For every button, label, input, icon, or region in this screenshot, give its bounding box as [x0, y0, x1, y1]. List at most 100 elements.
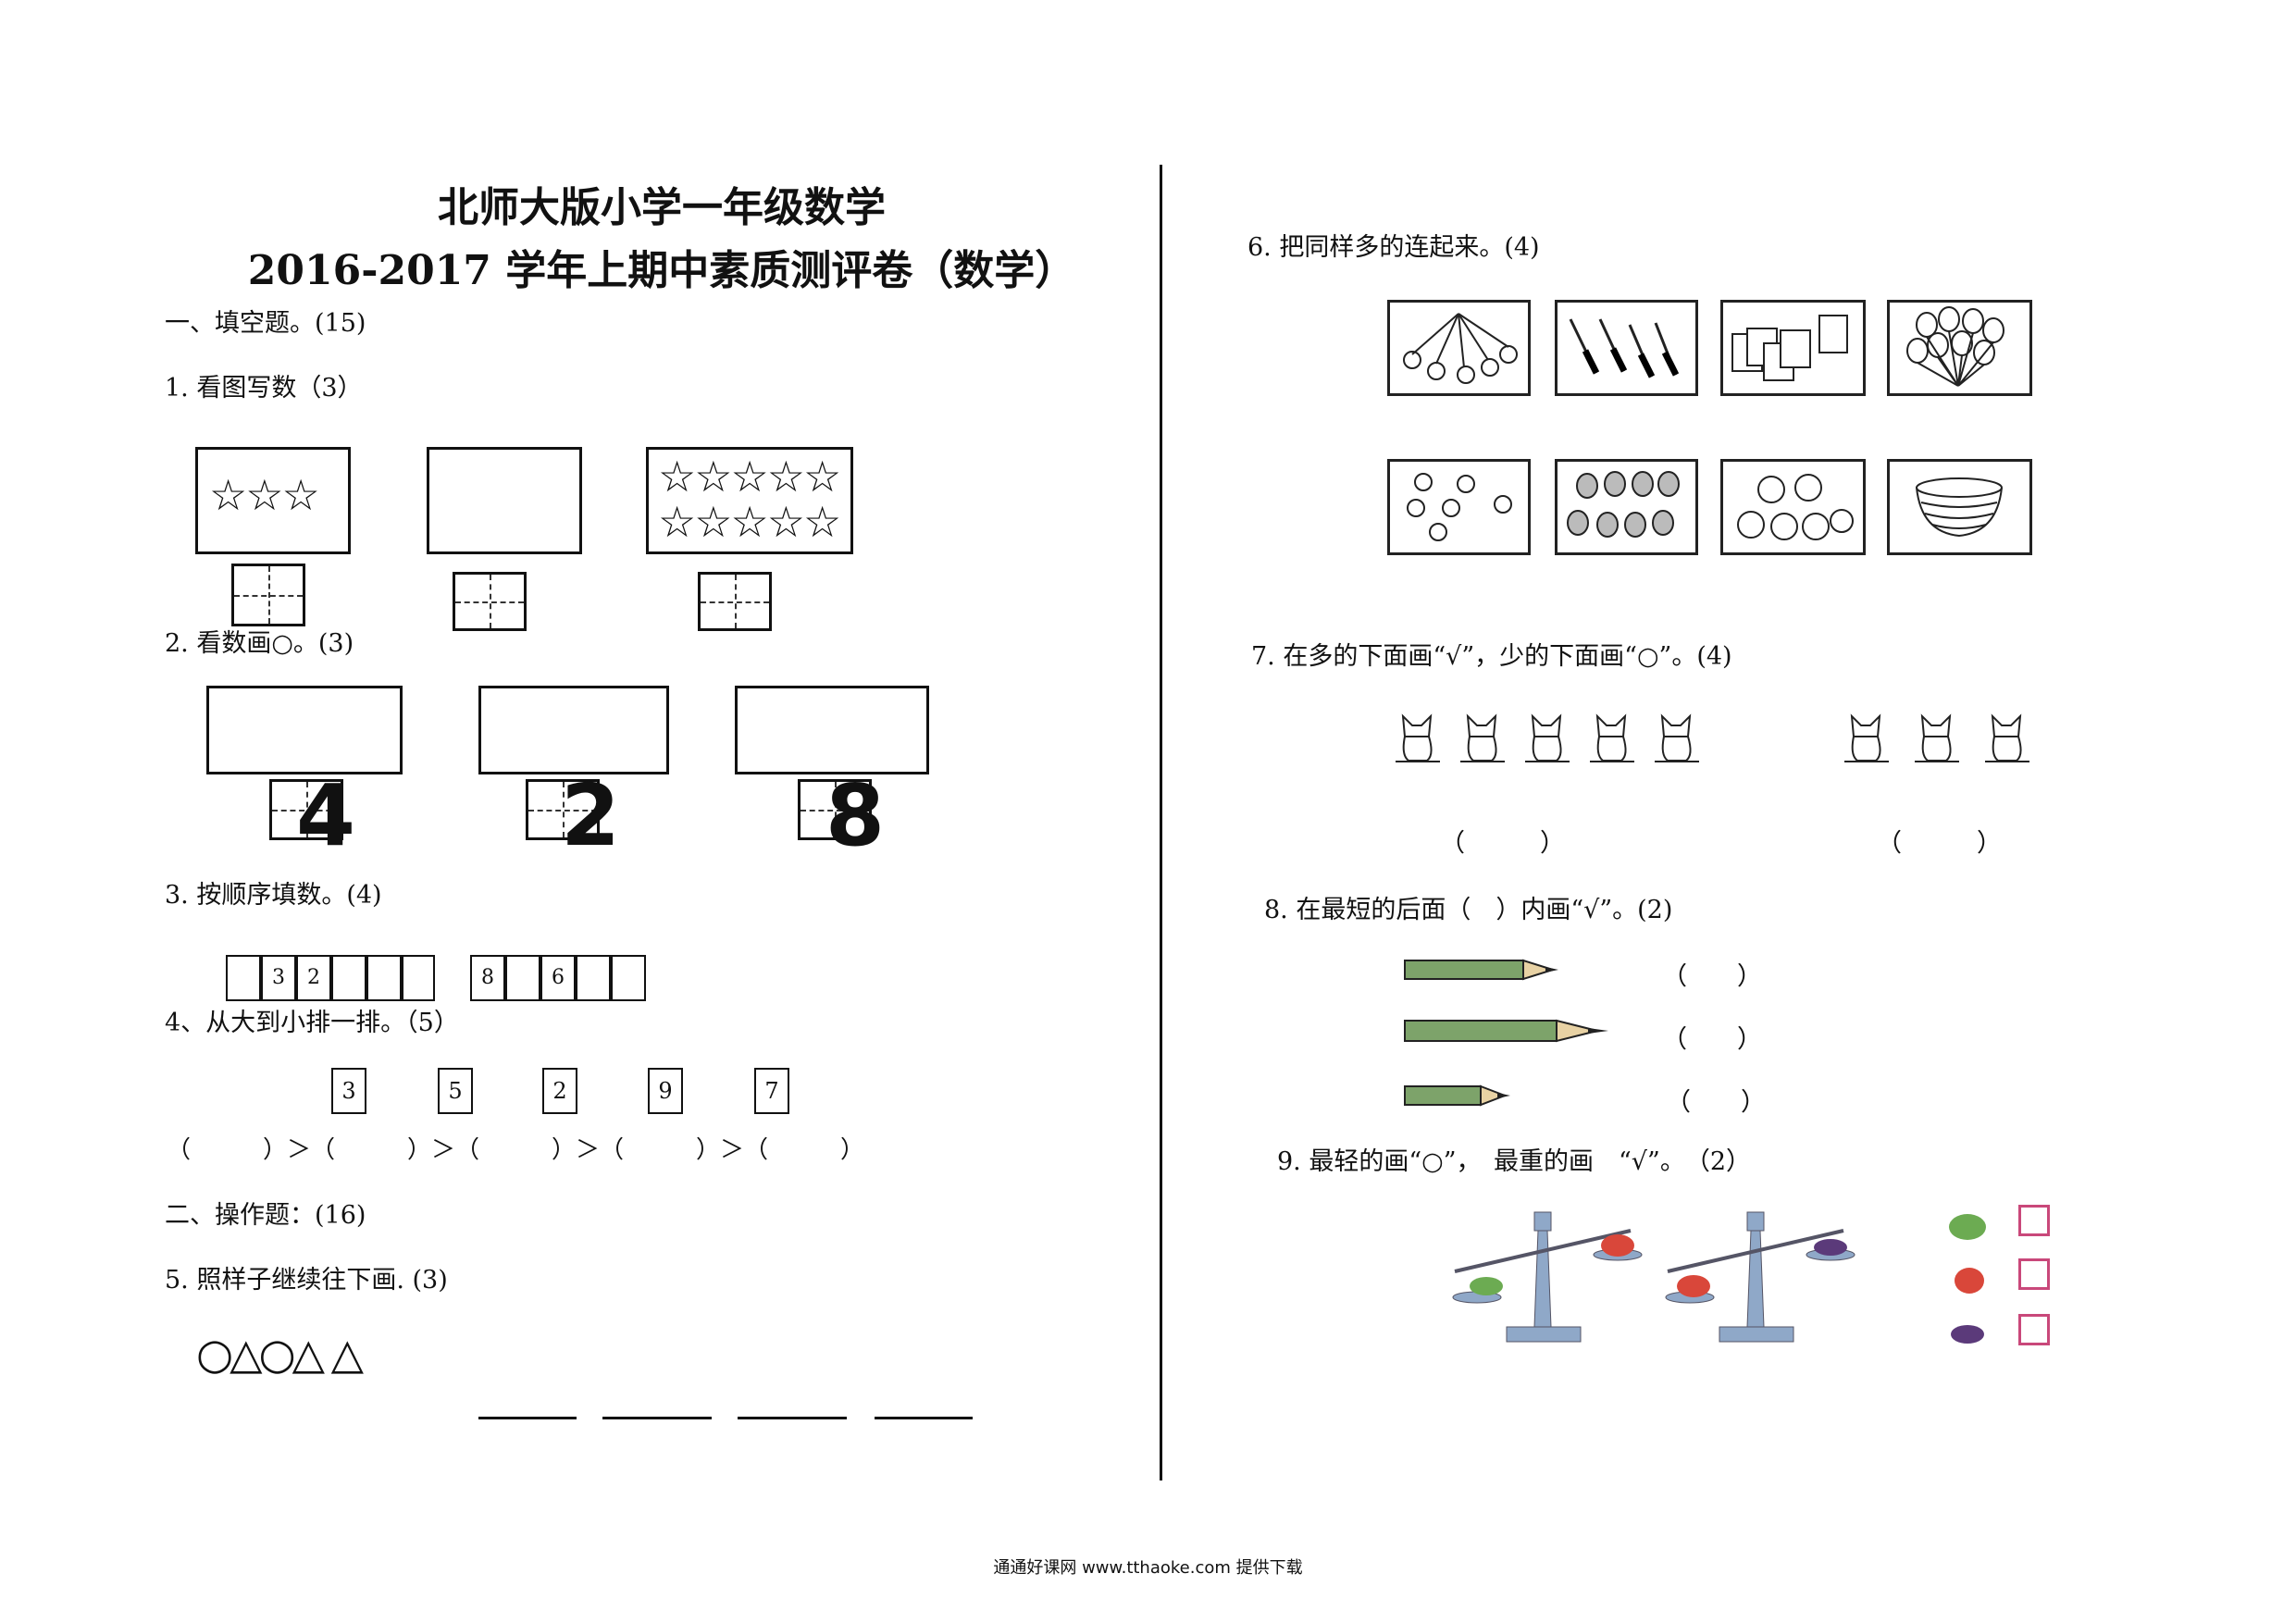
flower-icon — [1407, 473, 1512, 541]
section-1-heading: 一、填空题。(15) — [165, 309, 366, 338]
q5-answer-blank-1[interactable] — [478, 1417, 577, 1419]
q9-prompt: 9. 最轻的画“○”， 最重的画 “√”。 （2） — [1277, 1147, 1751, 1176]
q8-answer-1[interactable]: （ ） — [1662, 962, 1762, 991]
q6-card-flowers[interactable] — [1387, 459, 1531, 555]
q1-picture-box-1: ☆☆☆ — [195, 447, 351, 554]
star-icon-group: ☆☆☆☆☆ — [658, 452, 841, 502]
cat-icon — [1844, 713, 2030, 762]
cherry-icon — [1403, 313, 1518, 384]
q5-prompt: 5. 照样子继续往下画. (3) — [165, 1266, 448, 1295]
title-line-2: 2016-2017 学年上期中素质测评卷（数学） — [247, 247, 1076, 294]
q8-pencil-2 — [1403, 1016, 1612, 1051]
strawberry-icon — [1567, 471, 1680, 538]
q1-answer-grid-2[interactable] — [453, 572, 527, 631]
q3-seq1-cell[interactable] — [226, 955, 261, 1001]
q3-prompt: 3. 按顺序填数。(4) — [165, 881, 382, 910]
q5-answer-blank-3[interactable] — [738, 1417, 847, 1419]
pencil-icon — [1404, 1084, 1510, 1107]
cat-icon — [1396, 713, 1700, 762]
title-line-1: 北师大版小学一年级数学 — [438, 184, 886, 231]
q5-answer-blank-4[interactable] — [875, 1417, 973, 1419]
q3-seq1-cell[interactable] — [366, 955, 402, 1001]
pencil-icon — [1404, 1019, 1608, 1043]
radish-icon — [1601, 1234, 1634, 1257]
balloon-icon — [1906, 306, 2004, 387]
q2-draw-box-1[interactable] — [206, 686, 403, 774]
q3-seq2-cell: 6 — [540, 955, 576, 1001]
q1-answer-grid-1[interactable] — [231, 564, 305, 626]
q5-pattern-shapes: ○△○△ △ — [196, 1329, 364, 1379]
bowl-icon — [1916, 477, 2003, 538]
q3-seq2-cell: 8 — [470, 955, 505, 1001]
q7-cat-group-right — [1844, 709, 2039, 770]
q8-pencil-3 — [1403, 1083, 1512, 1114]
balance-scale-icon — [1452, 1211, 1643, 1343]
q6-card-balloons[interactable] — [1887, 300, 2032, 396]
pencil-icon — [1404, 959, 1558, 981]
q7-cat-group-left — [1396, 709, 1710, 770]
q3-seq2-cell[interactable] — [576, 955, 611, 1001]
q9-checkbox-eggplant[interactable] — [2018, 1314, 2050, 1345]
q2-number-1: 4 — [296, 766, 356, 865]
q4-number-box: 3 — [331, 1068, 366, 1114]
q4-number-box: 2 — [542, 1068, 577, 1114]
q1-answer-grid-3[interactable] — [698, 572, 772, 631]
knife-icon — [1569, 318, 1680, 378]
q7-answer-left[interactable]: （ ） — [1440, 829, 1565, 858]
q4-number-box: 9 — [648, 1068, 683, 1114]
q1-picture-box-3: ☆☆☆☆☆ ☆☆☆☆☆ — [646, 447, 853, 554]
cabbage-icon — [1949, 1214, 1986, 1240]
q6-card-books[interactable] — [1720, 300, 1866, 396]
q3-seq2-cell[interactable] — [611, 955, 646, 1001]
q3-seq1-cell: 2 — [296, 955, 331, 1001]
q1-prompt: 1. 看图写数（3） — [165, 374, 363, 403]
q2-draw-box-2[interactable] — [478, 686, 669, 774]
q5-answer-blank-2[interactable] — [602, 1417, 712, 1419]
q8-answer-3[interactable]: （ ） — [1666, 1088, 1766, 1117]
star-icon-group: ☆☆☆☆☆ — [658, 497, 841, 547]
q2-number-3: 8 — [825, 766, 886, 865]
q9-checkbox-cabbage[interactable] — [2018, 1205, 2050, 1236]
q7-answer-right[interactable]: （ ） — [1877, 829, 2002, 858]
q4-answer-line[interactable]: （ ）＞（ ）＞（ ）＞（ ）＞（ ） — [167, 1136, 865, 1164]
radish-icon — [1677, 1275, 1710, 1297]
q3-seq1-cell: 3 — [261, 955, 296, 1001]
q3-seq2-cell[interactable] — [505, 955, 540, 1001]
q2-draw-box-3[interactable] — [735, 686, 929, 774]
q4-number-box: 5 — [438, 1068, 473, 1114]
radish-icon — [1955, 1268, 1984, 1294]
q2-number-grid-1 — [269, 779, 343, 840]
q6-card-cherries[interactable] — [1387, 300, 1531, 396]
q3-seq1-cell[interactable] — [402, 955, 435, 1001]
q2-number-grid-2 — [526, 779, 600, 840]
footer-source: 通通好课网 www.tthaoke.com 提供下载 — [993, 1558, 1303, 1578]
q8-pencil-1 — [1403, 957, 1560, 988]
q9-scale-2 — [1658, 1208, 1869, 1351]
q2-prompt: 2. 看数画○。(3) — [165, 629, 354, 658]
section-2-heading: 二、操作题：(16) — [165, 1201, 366, 1230]
q8-answer-2[interactable]: （ ） — [1662, 1025, 1762, 1054]
eggplant-icon — [1814, 1239, 1847, 1256]
balance-scale-icon — [1665, 1211, 1855, 1343]
q6-card-peaches[interactable] — [1720, 459, 1866, 555]
column-divider — [1160, 165, 1162, 1481]
q6-card-knives[interactable] — [1555, 300, 1698, 396]
q8-prompt: 8. 在最短的后面（ ）内画“√”。(2) — [1264, 896, 1673, 924]
q1-picture-box-2 — [427, 447, 582, 554]
q4-prompt: 4、从大到小排一排。（5） — [165, 1009, 459, 1037]
q6-card-strawberries[interactable] — [1555, 459, 1698, 555]
cabbage-icon — [1470, 1277, 1503, 1295]
q9-checkbox-radish[interactable] — [2018, 1258, 2050, 1290]
book-icon — [1731, 315, 1848, 381]
q9-scale-1 — [1446, 1208, 1657, 1351]
q6-prompt: 6. 把同样多的连起来。(4) — [1247, 233, 1540, 262]
q3-seq1-cell[interactable] — [331, 955, 366, 1001]
peach-icon — [1737, 474, 1854, 540]
q6-card-bowls[interactable] — [1887, 459, 2032, 555]
q4-number-box: 7 — [754, 1068, 789, 1114]
star-icon-group: ☆☆☆ — [209, 470, 320, 520]
q9-vegetable-list — [1942, 1203, 1997, 1355]
q2-number-2: 2 — [561, 766, 621, 865]
q2-number-grid-3 — [798, 779, 872, 840]
eggplant-icon — [1951, 1325, 1984, 1344]
